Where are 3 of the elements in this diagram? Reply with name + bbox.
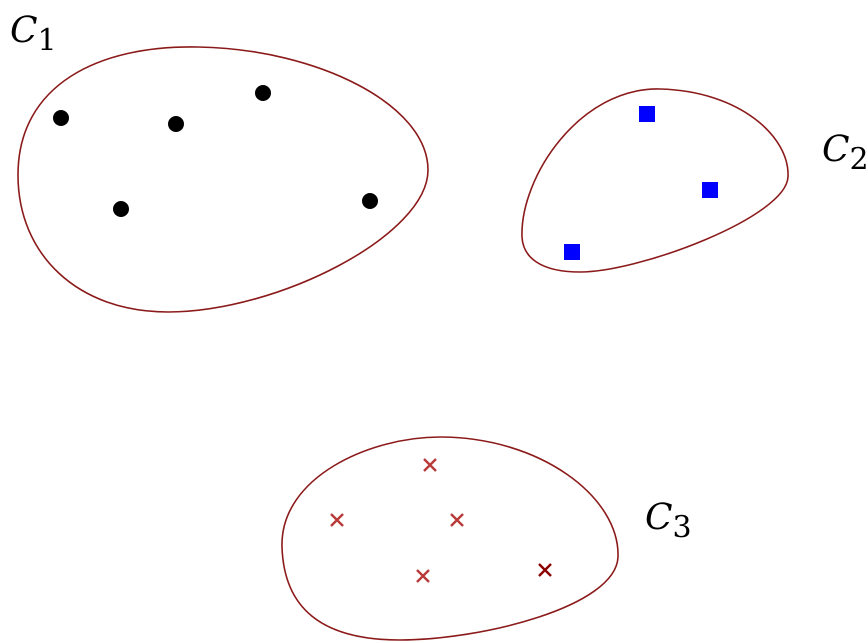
cluster-label: C$_{2}$ — [822, 132, 868, 176]
cluster-label: C$_{1}$ — [10, 13, 57, 56]
cluster-label: C$_{3}$ — [645, 500, 692, 544]
